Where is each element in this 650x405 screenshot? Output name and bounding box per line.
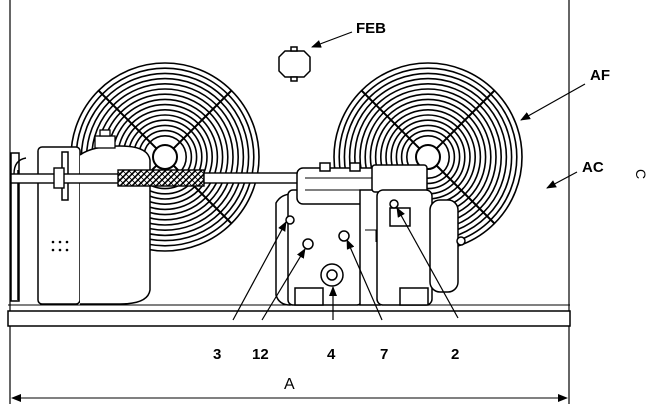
electrical-box [278, 46, 311, 82]
fan-hub [415, 144, 441, 170]
enclosure-outline [9, 0, 570, 404]
fan-guard-ring [405, 135, 450, 180]
callout-3: 3 [213, 346, 221, 363]
label-af: AF [590, 67, 610, 84]
leader-lines [232, 31, 586, 321]
callout-2: 2 [451, 346, 459, 363]
fan-guard-ring [400, 129, 456, 185]
callout-7: 7 [380, 346, 388, 363]
fan-guard-ring [395, 124, 461, 190]
label-ac: AC [582, 159, 604, 176]
label-feb: FEB [356, 20, 386, 37]
callout-12: 12 [252, 346, 269, 363]
tank-valve [94, 129, 116, 149]
label-c: C [633, 169, 649, 179]
compressor [275, 162, 466, 306]
suction-line [10, 157, 299, 189]
dimension-label-a: A [284, 376, 295, 393]
base-rail [7, 304, 571, 327]
callout-4: 4 [327, 346, 336, 363]
fan-hub [152, 144, 178, 170]
